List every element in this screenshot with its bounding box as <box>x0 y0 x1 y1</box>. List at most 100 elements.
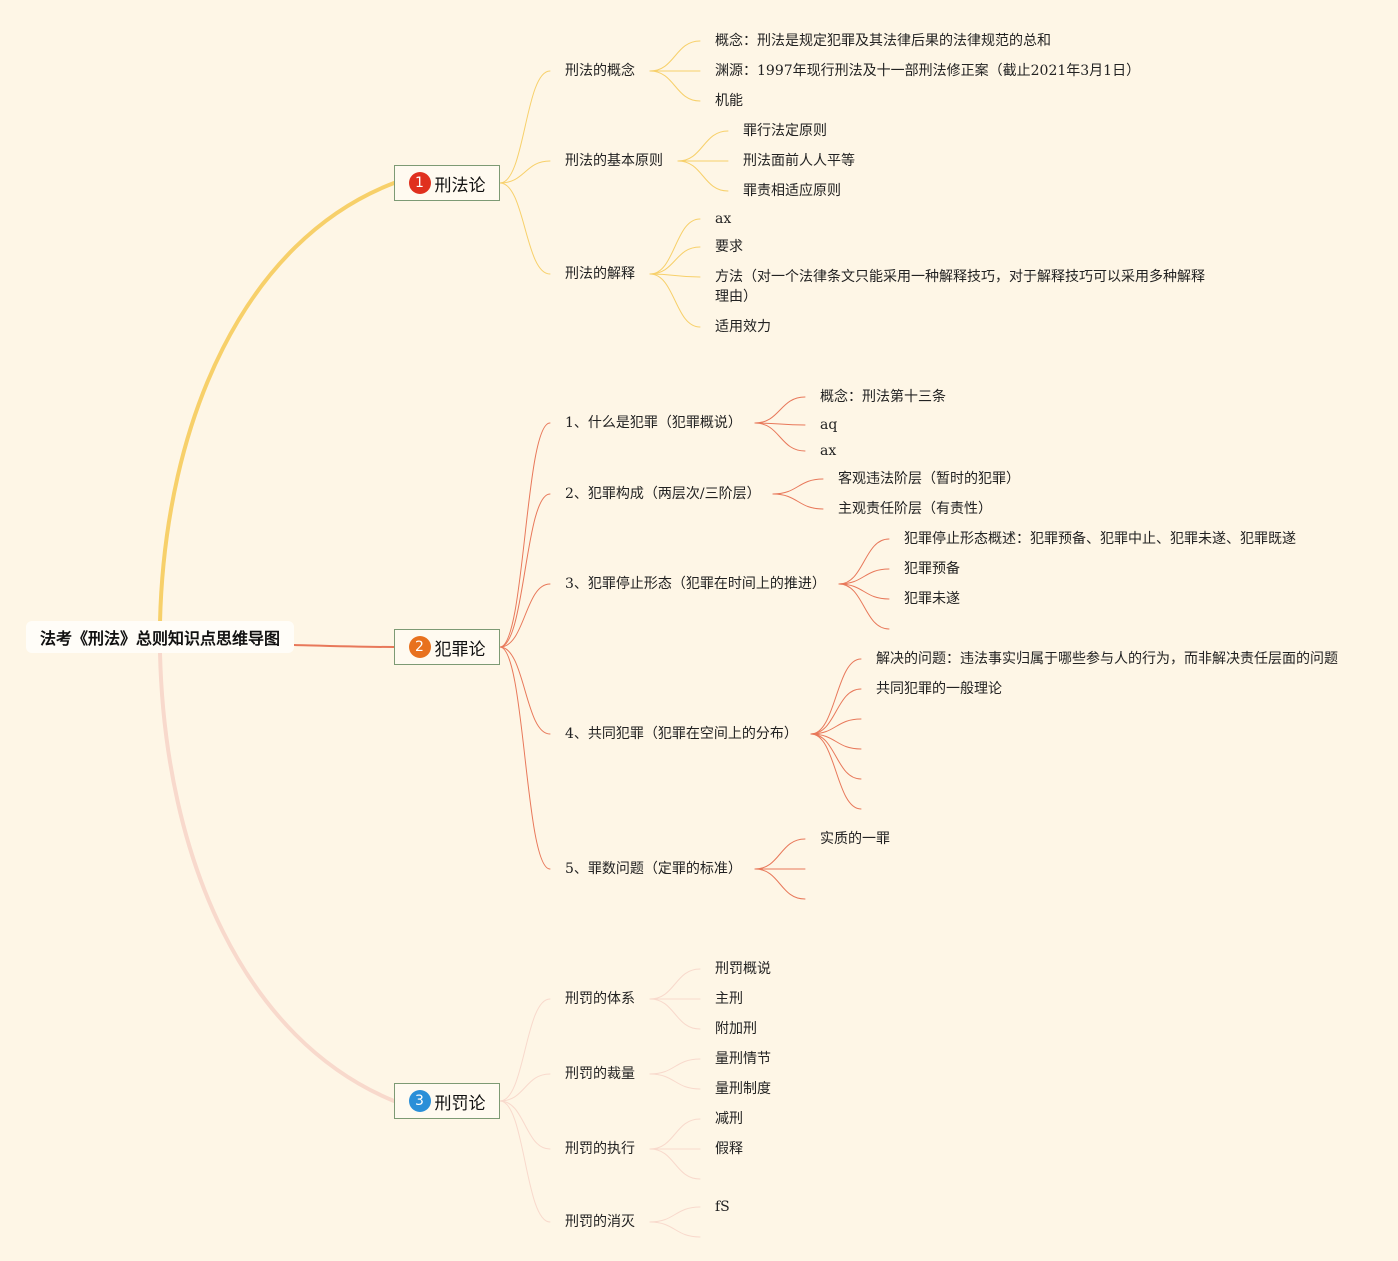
leaf[interactable]: 实质的一罪 <box>820 831 890 847</box>
topic-xingfa-cailiang[interactable]: 刑罚的裁量 <box>565 1066 635 1082</box>
sub-link <box>499 583 551 648</box>
leaf-link <box>649 40 701 72</box>
leaf-link <box>649 1221 701 1238</box>
sub-link <box>499 998 551 1102</box>
leaf-link <box>810 688 862 735</box>
topic-tingzhi-xingtai[interactable]: 3、犯罪停止形态（犯罪在时间上的推进） <box>565 576 826 592</box>
root-label: 法考《刑法》总则知识点思维导图 <box>39 629 280 648</box>
leaf-link <box>649 273 701 328</box>
topic-xingfa-jieshi[interactable]: 刑法的解释 <box>565 266 635 282</box>
leaf-link <box>810 658 862 735</box>
leaf-link <box>838 583 890 630</box>
leaf-link <box>649 998 701 1030</box>
number-3-icon: 3 <box>408 1090 431 1112</box>
topic-xingfa-xiaomie[interactable]: 刑罚的消灭 <box>565 1214 635 1230</box>
sub-link <box>499 646 551 735</box>
branch-label: 犯罪论 <box>434 639 486 660</box>
leaf[interactable]: 主刑 <box>715 991 743 1007</box>
leaf-link <box>649 246 701 275</box>
leaf-link <box>649 1148 701 1180</box>
leaf[interactable]: 机能 <box>715 93 743 109</box>
leaf[interactable]: 罪行法定原则 <box>743 123 827 139</box>
sub-link <box>499 493 551 648</box>
topic-zuishu-wenti[interactable]: 5、罪数问题（定罪的标准） <box>565 861 742 877</box>
leaf-link <box>649 1058 701 1075</box>
leaf[interactable]: 适用效力 <box>715 319 771 335</box>
leaf[interactable]: 解决的问题：违法事实归属于哪些参与人的行为，而非解决责任层面的问题 <box>876 651 1338 667</box>
root-link-1 <box>158 181 396 624</box>
leaf-link <box>772 478 824 495</box>
branch-label: 刑罚论 <box>434 1093 486 1114</box>
leaf[interactable]: 减刑 <box>715 1111 743 1127</box>
sub-link <box>499 1073 551 1102</box>
root-link-2 <box>293 644 395 648</box>
sub-link <box>499 1100 551 1223</box>
topic-xingfa-gainian[interactable]: 刑法的概念 <box>565 63 635 79</box>
leaf-link <box>810 733 862 780</box>
number-2-icon: 2 <box>408 636 431 658</box>
leaf[interactable]: aq <box>820 417 838 433</box>
leaf-link <box>649 70 701 102</box>
sub-link <box>499 646 551 870</box>
leaf[interactable]: 要求 <box>715 239 743 255</box>
sub-link <box>499 70 551 184</box>
leaf-link <box>838 568 890 585</box>
leaf-link <box>754 868 806 900</box>
leaf[interactable]: 刑法面前人人平等 <box>743 153 855 169</box>
leaf[interactable]: 罪责相适应原则 <box>743 183 841 199</box>
leaf-link <box>838 538 890 585</box>
leaf-link <box>677 130 729 162</box>
leaf-link <box>677 160 729 192</box>
branch-label: 刑法论 <box>434 175 486 196</box>
leaf[interactable]: 方法（对一个法律条文只能采用一种解释技巧，对于解释技巧可以采用多种解释理由） <box>715 269 1205 305</box>
sub-link <box>499 1100 551 1150</box>
leaf[interactable]: 犯罪预备 <box>904 561 960 577</box>
leaf[interactable]: 渊源：1997年现行刑法及十一部刑法修正案（截止2021年3月1日） <box>715 63 1141 79</box>
leaf[interactable]: 概念：刑法是规定犯罪及其法律后果的法律规范的总和 <box>715 33 1051 49</box>
sub-link <box>499 422 551 648</box>
branch-fanzuilun[interactable]: 2 犯罪论 <box>394 629 500 665</box>
leaf[interactable]: ax <box>820 443 837 459</box>
leaf[interactable]: 犯罪停止形态概述：犯罪预备、犯罪中止、犯罪未遂、犯罪既遂 <box>904 531 1296 547</box>
leaf-link <box>649 218 701 275</box>
leaf-link <box>838 583 890 600</box>
leaf[interactable]: 共同犯罪的一般理论 <box>876 681 1002 697</box>
leaf-link <box>649 1118 701 1150</box>
leaf[interactable]: 主观责任阶层（有责性） <box>838 501 992 517</box>
leaf[interactable]: fS <box>715 1199 730 1215</box>
leaf[interactable]: 概念：刑法第十三条 <box>820 389 946 405</box>
leaf-link <box>810 733 862 750</box>
root-link-3 <box>158 651 396 1103</box>
leaf[interactable]: 假释 <box>715 1141 743 1157</box>
leaf-link <box>649 273 701 278</box>
leaf-link <box>754 396 806 424</box>
topic-fanzui-goucheng[interactable]: 2、犯罪构成（两层次/三阶层） <box>565 486 761 502</box>
leaf[interactable]: 刑罚概说 <box>715 961 771 977</box>
branch-xingfalun-punishment[interactable]: 3 刑罚论 <box>394 1083 500 1119</box>
leaf-link <box>649 1206 701 1223</box>
leaf[interactable]: 量刑制度 <box>715 1081 771 1097</box>
leaf-link <box>810 718 862 735</box>
topic-xingfa-tixi[interactable]: 刑罚的体系 <box>565 991 635 1007</box>
topic-gongtong-fanzui[interactable]: 4、共同犯罪（犯罪在空间上的分布） <box>565 726 798 742</box>
topic-jiben-yuanze[interactable]: 刑法的基本原则 <box>565 153 663 169</box>
leaf-link <box>754 838 806 870</box>
leaf[interactable]: 附加刑 <box>715 1021 757 1037</box>
leaf-link <box>810 733 862 810</box>
leaf[interactable]: 客观违法阶层（暂时的犯罪） <box>838 471 1020 487</box>
root-topic[interactable]: 法考《刑法》总则知识点思维导图 <box>26 621 294 653</box>
sub-link <box>499 160 551 184</box>
leaf[interactable]: ax <box>715 211 732 227</box>
leaf-link <box>649 1073 701 1090</box>
leaf-link <box>772 493 824 510</box>
leaf[interactable]: 犯罪未遂 <box>904 591 960 607</box>
leaf[interactable]: 量刑情节 <box>715 1051 771 1067</box>
leaf-link <box>754 422 806 452</box>
branch-xingfalun[interactable]: 1 刑法论 <box>394 165 500 201</box>
sub-link <box>499 182 551 275</box>
topic-shenme-shi-fanzui[interactable]: 1、什么是犯罪（犯罪概说） <box>565 415 742 431</box>
number-1-icon: 1 <box>408 172 431 194</box>
leaf-link <box>649 968 701 1000</box>
topic-xingfa-zhixing[interactable]: 刑罚的执行 <box>565 1141 635 1157</box>
